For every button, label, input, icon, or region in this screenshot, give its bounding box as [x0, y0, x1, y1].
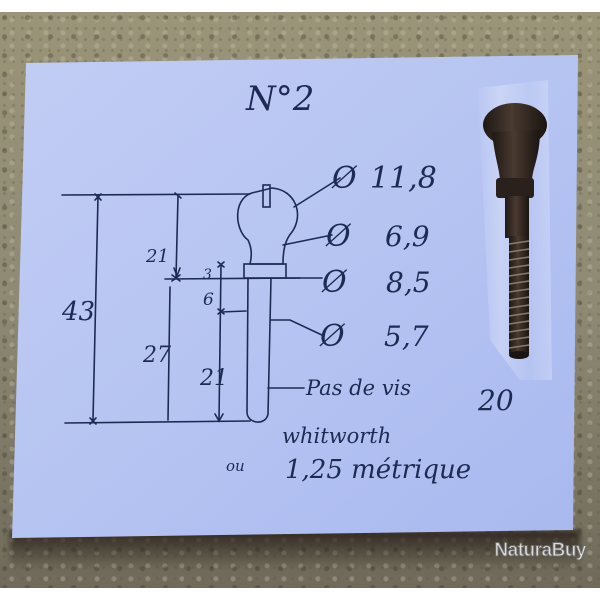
note-thread-label: Pas de vis — [305, 376, 411, 400]
diameter-symbol-icon: Ø — [325, 219, 352, 254]
dim-thread: 21 — [199, 366, 228, 391]
diameter-symbol-icon: Ø — [331, 161, 358, 196]
note-thread-tpi: 20 — [477, 384, 514, 417]
sketch-title: N°2 — [245, 79, 314, 119]
paper — [12, 55, 578, 538]
diameter-value: 6,9 — [385, 220, 430, 253]
diameter-item: Ø 11,8 — [331, 161, 437, 196]
dim-head: 21 — [145, 246, 169, 267]
note-metric: 1,25 métrique — [285, 455, 471, 485]
dim-collar: 3 — [203, 267, 212, 283]
diameter-item: Ø 8,5 — [321, 265, 431, 300]
dim-overall: 43 — [61, 297, 95, 327]
screw-part-photo — [478, 80, 552, 380]
watermark-logo: NaturaBuy — [494, 540, 587, 562]
diameter-value: 8,5 — [386, 266, 431, 299]
thread-note: Pas de vis 20 whitworth ou 1,25 métrique — [226, 376, 514, 485]
diameter-item: Ø 6,9 — [325, 219, 430, 254]
note-standard: whitworth — [282, 424, 391, 448]
screw-drawing — [61, 177, 341, 425]
dim-neck: 6 — [203, 290, 214, 310]
note-or: ou — [226, 457, 245, 475]
diameter-symbol-icon: Ø — [321, 265, 348, 300]
diameter-symbol-icon: Ø — [319, 319, 346, 354]
dim-shank: 27 — [142, 343, 171, 368]
diameter-item: Ø 5,7 — [319, 319, 429, 354]
diameter-value: 5,7 — [384, 320, 429, 353]
diameter-list: Ø 11,8 Ø 6,9 Ø 8,5 Ø 5,7 — [319, 161, 437, 354]
diameter-value: 11,8 — [370, 161, 437, 196]
